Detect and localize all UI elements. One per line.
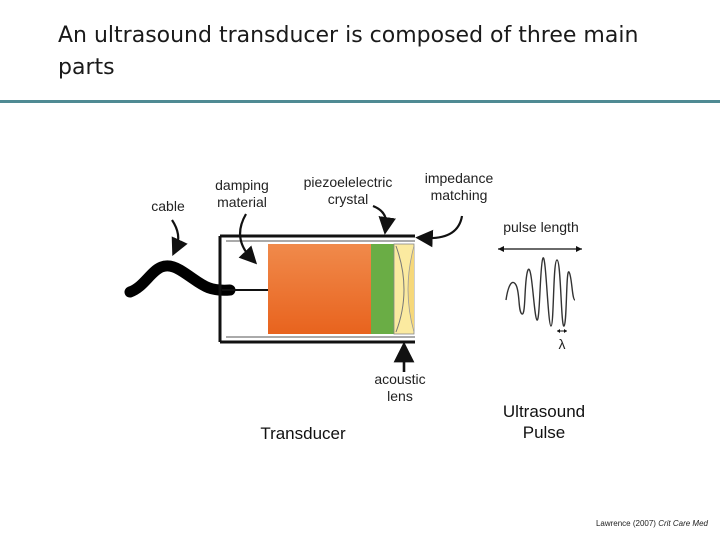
cable-wire xyxy=(124,260,236,298)
ultrasound-pulse-waveform xyxy=(505,257,576,327)
wavelength-label: λ xyxy=(558,336,566,352)
acoustic-lens-shape xyxy=(395,245,405,333)
transducer-caption: Transducer xyxy=(260,424,346,443)
acoustic-lens-label: acoustic lens xyxy=(374,371,426,404)
damping-material-label: damping material xyxy=(215,177,269,210)
citation-journal: Crit Care Med xyxy=(658,519,708,528)
transducer-housing xyxy=(218,234,415,344)
damping-material-block xyxy=(268,244,372,334)
citation: Lawrence (2007) Crit Care Med xyxy=(596,519,708,528)
pulse-length-label: pulse length xyxy=(503,219,579,235)
cable-label: cable xyxy=(151,198,185,214)
piezoelectric-crystal-block xyxy=(371,244,394,334)
slide-title: An ultrasound transducer is composed of … xyxy=(58,23,639,80)
impedance-arrow xyxy=(415,215,464,248)
piezoelectric-crystal-label: piezoelelectric crystal xyxy=(303,174,393,207)
citation-author-year: Lawrence (2007) xyxy=(595,519,659,528)
title-divider xyxy=(0,100,720,103)
impedance-matching-label: impedance matching xyxy=(424,170,494,203)
lens-face xyxy=(407,245,415,333)
ultrasound-pulse-caption: Ultrasound Pulse xyxy=(502,402,586,442)
pulse-length-indicator xyxy=(498,246,582,252)
wavelength-indicator xyxy=(557,329,567,333)
crystal-arrow xyxy=(372,204,396,235)
damping-arrow xyxy=(238,213,258,265)
cable-arrow xyxy=(171,219,188,256)
